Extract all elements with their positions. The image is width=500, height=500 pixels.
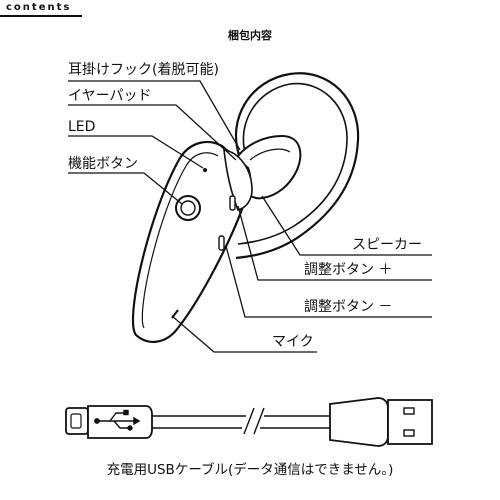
headset-body (131, 140, 253, 343)
volume-down-key (218, 235, 225, 251)
label-volume-down: 調整ボタン － (304, 299, 393, 315)
leader-lines (68, 80, 432, 353)
header-word: contents (6, 2, 72, 13)
page-title: 梱包内容 (228, 29, 272, 42)
label-ear-hook: 耳掛けフック(着脱可能) (68, 62, 219, 78)
cable-caption: 充電用USBケーブル(データ通信はできません。) (106, 462, 394, 478)
header-underline (0, 15, 82, 17)
label-mic: マイク (272, 334, 314, 350)
ear-hook-inner (237, 82, 348, 245)
usb-cable (65, 397, 433, 447)
usb-icon (94, 409, 141, 431)
volume-up-key (229, 195, 236, 211)
led-dot (203, 168, 207, 172)
ear-hook (234, 72, 360, 260)
label-led: LED (68, 119, 96, 135)
label-volume-up: 調整ボタン ＋ (304, 262, 393, 278)
label-speaker: スピーカー (352, 237, 422, 253)
label-function-button: 機能ボタン (68, 156, 138, 172)
label-ear-pad: イヤーパッド (68, 88, 152, 104)
